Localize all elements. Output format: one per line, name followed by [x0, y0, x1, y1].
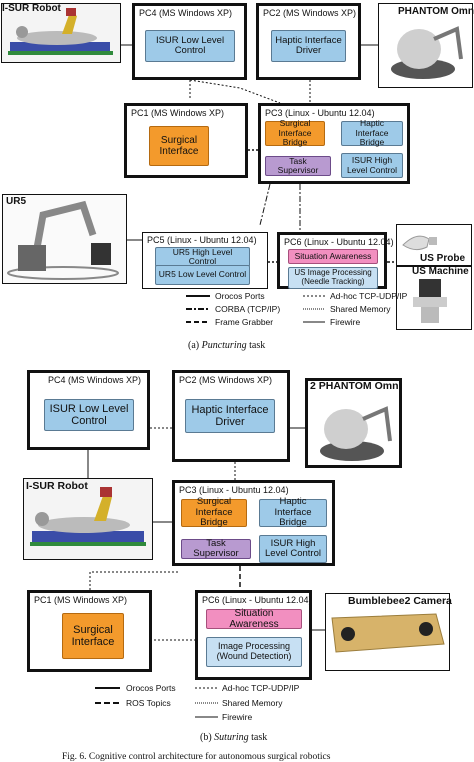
us-probe-image: [396, 224, 472, 266]
haptic-interface-driver-module: Haptic Interface Driver: [271, 30, 346, 62]
b-phantom-label: 2 PHANTOM Omni: [310, 380, 402, 392]
legend-shared-memory: Shared Memory: [330, 304, 391, 314]
b-haptic-interface-driver-module: Haptic Interface Driver: [185, 399, 275, 433]
pc1-title: PC1 (MS Windows XP): [131, 108, 225, 118]
legend-firewire: Firewire: [330, 317, 361, 327]
b-pc4-title: PC4 (MS Windows XP): [48, 375, 142, 385]
b-legend-firewire: Firewire: [222, 712, 253, 722]
isur-robot-image: [1, 3, 121, 63]
pc5-box: PC5 (Linux - Ubuntu 12.04) UR5 High Leve…: [142, 232, 268, 289]
legend-orocos: Orocos Ports: [215, 291, 265, 301]
figure-caption: Fig. 6. Cognitive control architecture f…: [62, 752, 331, 762]
us-machine-image: [396, 266, 472, 330]
b-isur-low-level-control-module: ISUR Low Level Control: [44, 399, 134, 431]
us-probe-icon: [402, 235, 437, 251]
us-machine-icon: [413, 279, 447, 323]
task-supervisor-module: Task Supervisor: [265, 156, 331, 176]
situation-awareness-module: Situation Awareness: [288, 249, 378, 264]
surgical-interface-module: Surgical Interface: [149, 126, 209, 166]
link-pc4-pc3b: [189, 79, 281, 104]
pc2-title: PC2 (MS Windows XP): [263, 8, 357, 18]
phantom-omni-label: PHANTOM Omni: [398, 6, 474, 17]
pc3-box: PC3 (Linux - Ubuntu 12.04) Surgical Inte…: [258, 103, 410, 184]
b-surgical-interface-module: Surgical Interface: [62, 613, 124, 659]
b-isur-high-level-control-module: ISUR High Level Control: [259, 535, 327, 563]
pc5-title: PC5 (Linux - Ubuntu 12.04): [147, 235, 257, 245]
b-isur-robot-image: [23, 478, 153, 560]
b-legend-ros: ROS Topics: [126, 698, 171, 708]
pc6-title: PC6 (Linux - Ubuntu 12.04): [284, 237, 394, 247]
b-pc1-box: PC1 (MS Windows XP) Surgical Interface: [27, 590, 152, 672]
caption-a-italic: Puncturing: [201, 340, 247, 351]
b-pc2-box: PC2 (MS Windows XP) Haptic Interface Dri…: [172, 370, 290, 462]
us-probe-label: US Probe: [420, 253, 466, 264]
b-image-processing-module: Image Processing (Wound Detection): [206, 637, 302, 667]
b-legend-adhoc: Ad-hoc TCP-UDP/IP: [222, 683, 300, 693]
surgical-interface-bridge-module: Surgical Interface Bridge: [265, 119, 325, 147]
link-pc3-pc5: [259, 183, 271, 226]
ur5-high-level-control-module: UR5 High Level Control: [155, 247, 250, 267]
ur5-label: UR5: [6, 196, 27, 207]
caption-a-rest: task: [249, 340, 266, 351]
b-legend-shared: Shared Memory: [222, 698, 283, 708]
b-phantom-device-icon: [320, 406, 392, 461]
phantom-omni-image: [378, 3, 473, 88]
caption-b-italic: Suturing: [214, 732, 249, 743]
pc4-box: PC4 (MS Windows XP) ISUR Low Level Contr…: [132, 3, 247, 80]
pc1-box: PC1 (MS Windows XP) Surgical Interface: [124, 103, 248, 178]
b-isur-robot-label: I-SUR Robot: [26, 480, 88, 492]
legend-adhoc: Ad-hoc TCP-UDP/IP: [330, 291, 408, 301]
b-camera-image: [325, 593, 450, 671]
robot-illustration-icon: [8, 8, 113, 55]
ur5-image: [2, 194, 127, 284]
b-pc3-box: PC3 (Linux - Ubuntu 12.04) Surgical Inte…: [172, 480, 335, 566]
legend-corba: CORBA (TCP/IP): [215, 304, 281, 314]
caption-a: (a) Puncturing task: [188, 340, 265, 351]
ur5-robot-icon: [7, 200, 119, 280]
b-pc1-title: PC1 (MS Windows XP): [34, 595, 128, 605]
b-pc6-title: PC6 (Linux - Ubuntu 12.04): [202, 595, 312, 605]
us-machine-label: US Machine: [412, 266, 469, 277]
b-link-pc1-pc3: [89, 571, 178, 590]
caption-b-rest: task: [251, 732, 268, 743]
b-pc6-box: PC6 (Linux - Ubuntu 12.04) Situation Awa…: [195, 590, 312, 680]
b-pc2-title: PC2 (MS Windows XP): [179, 375, 273, 385]
caption-b-label: (b): [200, 732, 212, 743]
us-image-processing-module: US Image Processing (Needle Tracking): [288, 267, 378, 289]
b-pc4-box: PC4 (MS Windows XP) ISUR Low Level Contr…: [27, 370, 150, 450]
b-task-supervisor-module: Task Supervisor: [181, 538, 251, 559]
pc3-title: PC3 (Linux - Ubuntu 12.04): [265, 108, 375, 118]
isur-high-level-control-module: ISUR High Level Control: [341, 153, 403, 178]
haptic-interface-bridge-module: Haptic Interface Bridge: [341, 119, 403, 147]
caption-b: (b) Suturing task: [200, 732, 267, 743]
phantom-device-icon: [391, 26, 463, 79]
b-surgical-interface-bridge-module: Surgical Interface Bridge: [181, 497, 247, 528]
b-haptic-interface-bridge-module: Haptic Interface Bridge: [259, 497, 327, 528]
b-camera-label: Bumblebee2 Camera: [348, 595, 452, 607]
b-pc3-title: PC3 (Linux - Ubuntu 12.04): [179, 485, 289, 495]
camera-icon: [331, 613, 445, 653]
legend-frame-grabber: Frame Grabber: [215, 317, 274, 327]
pc2-box: PC2 (MS Windows XP) Haptic Interface Dri…: [256, 3, 361, 80]
b-robot-illustration-icon: [30, 487, 146, 546]
ur5-low-level-control-module: UR5 Low Level Control: [155, 265, 250, 285]
isur-low-level-control-module: ISUR Low Level Control: [145, 30, 235, 62]
b-legend-orocos: Orocos Ports: [126, 683, 176, 693]
pc6-box: PC6 (Linux - Ubuntu 12.04) Situation Awa…: [277, 232, 394, 289]
isur-robot-label: I-SUR Robot: [2, 3, 61, 14]
b-phantom-image: [305, 378, 402, 468]
pc4-title: PC4 (MS Windows XP): [139, 8, 233, 18]
caption-a-label: (a): [188, 340, 200, 351]
b-situation-awareness-module: Situation Awareness: [206, 608, 302, 630]
